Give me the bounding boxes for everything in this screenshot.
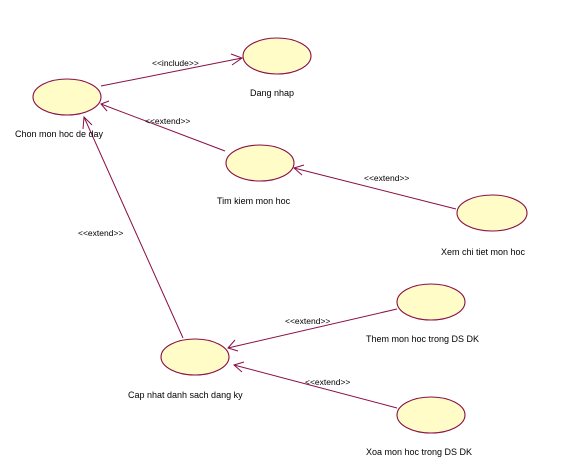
arrowhead-cap-from-xoa xyxy=(232,361,245,373)
use-case-chon-mon-hoc xyxy=(32,78,102,116)
label-xoa-mon-hoc: Xoa mon hoc trong DS DK xyxy=(366,447,472,457)
stereotype-extend-them-cap: <<extend>> xyxy=(285,316,330,326)
stereotype-extend-cap-chon: <<extend>> xyxy=(78,228,123,238)
arrowhead-chon-from-tim xyxy=(100,100,110,112)
label-dang-nhap: Dang nhap xyxy=(250,88,294,98)
stereotype-extend-tim-chon: <<extend>> xyxy=(145,116,190,126)
label-xem-chi-tiet: Xem chi tiet mon hoc xyxy=(441,247,526,257)
stereotype-extend-xoa-cap: <<extend>> xyxy=(305,377,350,387)
use-case-cap-nhat xyxy=(160,338,230,376)
arrowhead-dang-nhap xyxy=(230,53,244,66)
label-cap-nhat: Cap nhat danh sach dang ky xyxy=(128,390,243,400)
extend-edge-xem-tim xyxy=(293,167,457,210)
stereotype-extend-xem-tim: <<extend>> xyxy=(364,173,409,183)
use-case-labels: Chon mon hoc de day Dang nhap Tim kiem m… xyxy=(15,88,526,457)
extend-edge-them-cap xyxy=(227,308,398,349)
use-case-them-mon-hoc xyxy=(396,283,466,321)
use-case-xem-chi-tiet xyxy=(456,194,528,232)
extend-edge-tim-chon xyxy=(100,103,226,152)
label-them-mon-hoc: Them mon hoc trong DS DK xyxy=(366,334,479,344)
use-case-dang-nhap xyxy=(242,37,312,75)
extend-edge-xoa-cap xyxy=(233,364,398,409)
arrowhead-cap-from-them xyxy=(227,339,239,352)
label-chon-mon-hoc: Chon mon hoc de day xyxy=(15,129,104,139)
stereotype-labels: <<include>> <<extend>> <<extend>> <<exte… xyxy=(78,58,409,387)
arrowhead-chon-from-cap xyxy=(82,115,93,130)
use-cases xyxy=(32,37,528,434)
include-edge-chon-dang-nhap xyxy=(100,57,243,87)
use-case-tim-kiem xyxy=(225,144,295,182)
label-tim-kiem: Tim kiem mon hoc xyxy=(217,196,291,206)
relationships xyxy=(82,53,457,409)
use-case-xoa-mon-hoc xyxy=(396,396,466,434)
extend-edge-cap-chon xyxy=(83,116,184,339)
arrowhead-tim-from-xem xyxy=(292,164,305,176)
stereotype-include-chon-dang-nhap: <<include>> xyxy=(152,58,199,68)
